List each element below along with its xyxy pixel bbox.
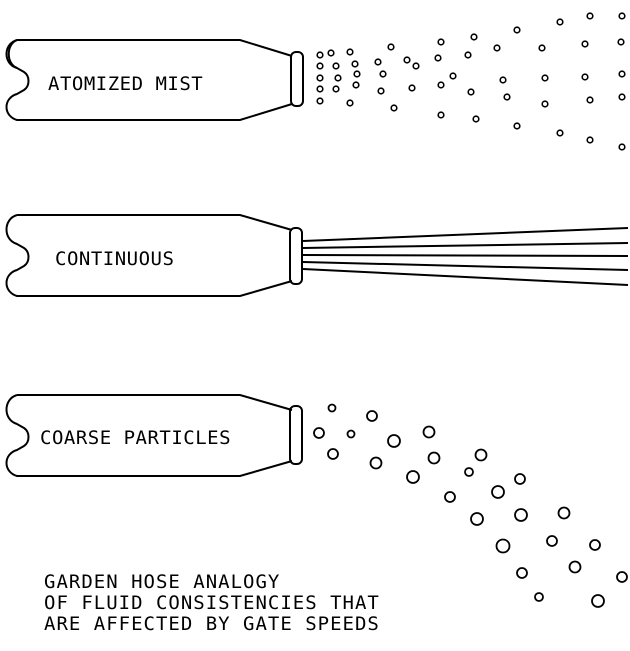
droplet — [582, 41, 588, 47]
droplet — [619, 13, 625, 19]
droplet — [494, 45, 500, 51]
caption-line-2: OF FLUID CONSISTENCIES THAT — [44, 593, 380, 614]
stream-line — [303, 255, 628, 256]
droplet — [317, 98, 323, 104]
droplet — [618, 39, 624, 45]
droplet — [539, 45, 545, 51]
nozzle — [290, 228, 302, 284]
droplet — [617, 572, 627, 582]
droplet — [570, 562, 581, 573]
droplet — [492, 486, 504, 498]
mist-spray — [317, 13, 625, 150]
droplet — [497, 540, 510, 553]
nozzle — [291, 52, 303, 106]
droplet — [317, 75, 323, 81]
droplet — [375, 59, 381, 65]
droplet — [353, 82, 359, 88]
droplet — [500, 77, 506, 83]
droplet — [424, 427, 435, 438]
droplet — [328, 449, 338, 459]
stream-line — [303, 228, 628, 241]
droplet — [547, 536, 557, 546]
nozzle — [290, 406, 302, 464]
droplet — [590, 540, 600, 550]
droplet — [592, 595, 604, 607]
droplet — [514, 27, 520, 33]
droplet — [468, 89, 474, 95]
droplet — [445, 492, 455, 502]
droplet — [335, 75, 341, 81]
droplet — [473, 116, 479, 122]
droplet — [317, 63, 323, 69]
droplet — [619, 94, 625, 100]
hose-label-coarse-particles: COARSE PARTICLES — [40, 427, 231, 449]
stream-line — [303, 262, 628, 270]
droplet — [542, 75, 548, 81]
droplet — [391, 105, 397, 111]
droplet — [329, 405, 336, 412]
droplet — [515, 509, 527, 521]
droplet — [450, 73, 456, 79]
droplet — [348, 431, 355, 438]
droplet — [619, 144, 625, 150]
droplet — [587, 13, 593, 19]
droplet — [429, 453, 440, 464]
droplet — [587, 137, 593, 143]
diagram-caption: GARDEN HOSE ANALOGY OF FLUID CONSISTENCI… — [44, 572, 380, 635]
continuous-stream — [303, 228, 628, 285]
droplet — [328, 50, 334, 56]
droplet — [347, 100, 353, 106]
droplet — [438, 112, 444, 118]
droplet — [317, 52, 323, 58]
droplet — [515, 474, 525, 484]
droplet — [388, 435, 400, 447]
hose-label-atomized-mist: ATOMIZED MIST — [48, 73, 203, 95]
droplet — [314, 428, 324, 438]
droplet — [333, 86, 339, 92]
droplet — [535, 593, 543, 601]
droplet — [619, 71, 625, 77]
hose-label-continuous: CONTINUOUS — [55, 248, 174, 270]
droplet — [438, 82, 444, 88]
droplet — [354, 71, 360, 77]
droplet — [557, 19, 563, 25]
droplet — [317, 86, 323, 92]
droplet — [582, 74, 588, 80]
droplet — [378, 88, 384, 94]
droplet — [465, 468, 473, 476]
droplet — [371, 458, 382, 469]
caption-line-1: GARDEN HOSE ANALOGY — [44, 572, 380, 593]
droplet — [517, 568, 527, 578]
droplet — [504, 94, 510, 100]
droplet — [557, 130, 563, 136]
droplet — [407, 471, 419, 483]
droplet — [471, 513, 483, 525]
droplet — [435, 55, 441, 61]
droplet — [333, 63, 339, 69]
stream-line — [303, 243, 628, 248]
droplet — [476, 450, 487, 461]
droplet — [409, 85, 415, 91]
droplet — [559, 508, 570, 519]
caption-line-3: ARE AFFECTED BY GATE SPEEDS — [44, 614, 380, 635]
droplet — [471, 34, 477, 40]
droplet — [514, 123, 520, 129]
droplet — [347, 49, 353, 55]
droplet — [465, 52, 471, 58]
droplet — [352, 61, 358, 67]
droplet — [367, 411, 377, 421]
stream-line — [303, 269, 628, 285]
droplet — [413, 63, 419, 69]
droplet — [388, 44, 394, 50]
droplet — [380, 71, 386, 77]
droplet — [542, 101, 548, 107]
droplet — [404, 57, 410, 63]
droplet — [438, 39, 444, 45]
droplet — [587, 97, 593, 103]
